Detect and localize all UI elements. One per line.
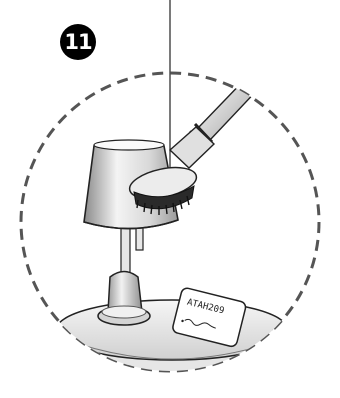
step-number-badge: 11	[60, 24, 96, 60]
table-lamp-icon	[84, 140, 178, 325]
round-dusting-brush-icon	[127, 40, 297, 215]
